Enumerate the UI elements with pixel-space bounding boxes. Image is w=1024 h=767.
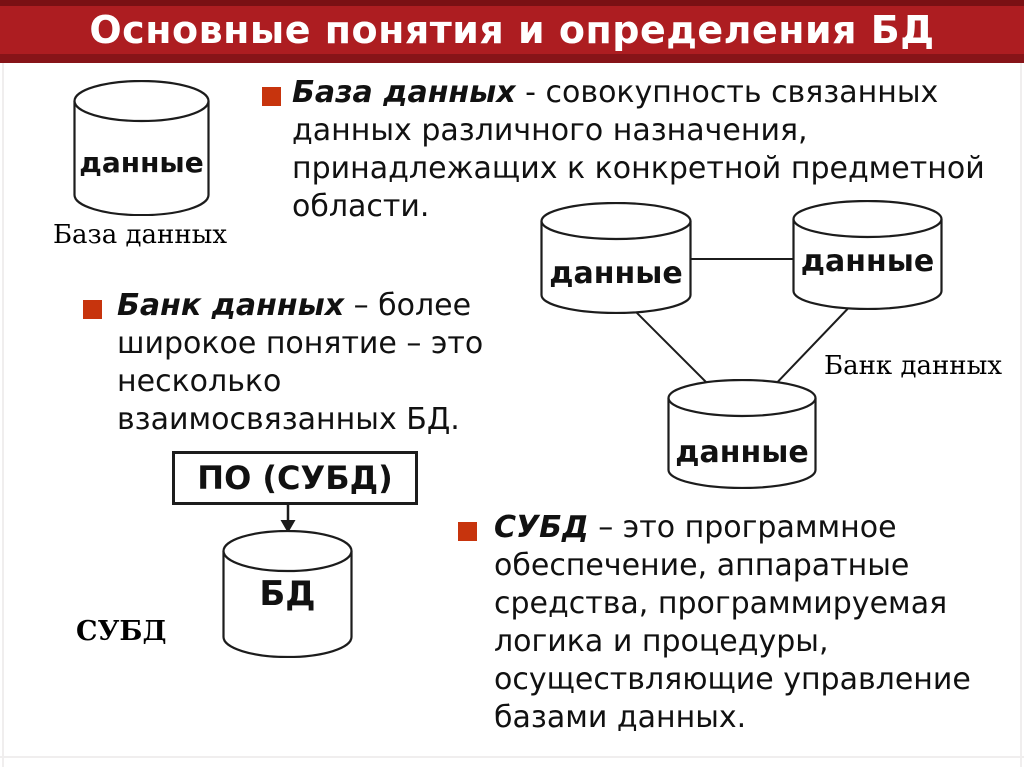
cylinder-shape — [222, 530, 353, 658]
definition-line: базами данных. — [494, 700, 747, 735]
databank-cylinder-right-icon: данные — [792, 200, 943, 310]
dbms-cylinder-icon: БД — [222, 530, 353, 658]
bullet-square-icon — [83, 300, 102, 319]
databank-cylinder-bottom-icon: данные — [667, 379, 817, 489]
cylinder-shape — [667, 379, 817, 489]
title-bar: Основные понятия и определения БД — [0, 0, 1024, 63]
definition-text: - совокупность связанных — [515, 75, 939, 110]
arrow-head-icon — [280, 520, 296, 533]
cylinder-label: данные — [79, 146, 204, 179]
software-box: ПО (СУБД) — [172, 451, 418, 505]
cylinder-label: данные — [549, 256, 683, 291]
definition-line: несколько — [117, 364, 282, 399]
definition-line: логика и процедуры, — [494, 624, 829, 659]
slide-frame-left — [2, 0, 4, 767]
slide-frame-right — [1020, 0, 1022, 767]
cylinder-label: данные — [675, 435, 809, 470]
definition-dbms: СУБД – это программное обеспечение, аппа… — [494, 509, 1014, 737]
definition-text: – это программное — [588, 510, 897, 545]
definition-database: База данных - совокупность связанных дан… — [292, 74, 1002, 226]
bullet-square-icon — [262, 87, 281, 106]
definition-databank: Банк данных – более широкое понятие – эт… — [117, 287, 537, 439]
database-diagram-caption: База данных — [52, 220, 228, 250]
definition-text: – более — [344, 288, 472, 323]
bullet-square-icon — [458, 522, 477, 541]
definition-line: средства, программируемая — [494, 586, 948, 621]
definition-line: принадлежащих к конкретной предметной — [292, 151, 985, 186]
databank-diagram-caption: Банк данных — [824, 351, 1002, 381]
definition-line: широкое понятие – это — [117, 326, 484, 361]
databank-cylinder-left-icon: данные — [540, 202, 692, 314]
cylinder-label: данные — [800, 244, 935, 279]
definition-line: области. — [292, 189, 430, 224]
database-cylinder-icon: данные — [73, 80, 210, 216]
definition-term: База данных — [292, 75, 516, 110]
slide-frame-bottom — [0, 756, 1024, 758]
cylinder-shape — [540, 202, 692, 314]
definition-line: База данных - совокупность связанных — [292, 74, 1002, 112]
definition-line: обеспечение, аппаратные — [494, 548, 910, 583]
cylinder-shape — [792, 200, 943, 310]
cylinder-label: БД — [259, 574, 316, 614]
definition-line: СУБД – это программное — [494, 509, 1014, 547]
definition-line: Банк данных – более — [117, 287, 537, 325]
definition-term: Банк данных — [117, 288, 345, 323]
definition-line: осуществляющие управление — [494, 662, 971, 697]
definition-line: взаимосвязанных БД. — [117, 402, 460, 437]
connector-right-diagonal — [767, 297, 859, 393]
cylinder-shape — [73, 80, 210, 216]
dbms-diagram-caption: СУБД — [76, 616, 167, 647]
connector-left-diagonal — [621, 297, 717, 393]
software-box-label: ПО (СУБД) — [197, 459, 393, 497]
definition-term: СУБД — [494, 510, 589, 545]
page-title: Основные понятия и определения БД — [89, 8, 935, 52]
definition-line: данных различного назначения, — [292, 113, 808, 148]
